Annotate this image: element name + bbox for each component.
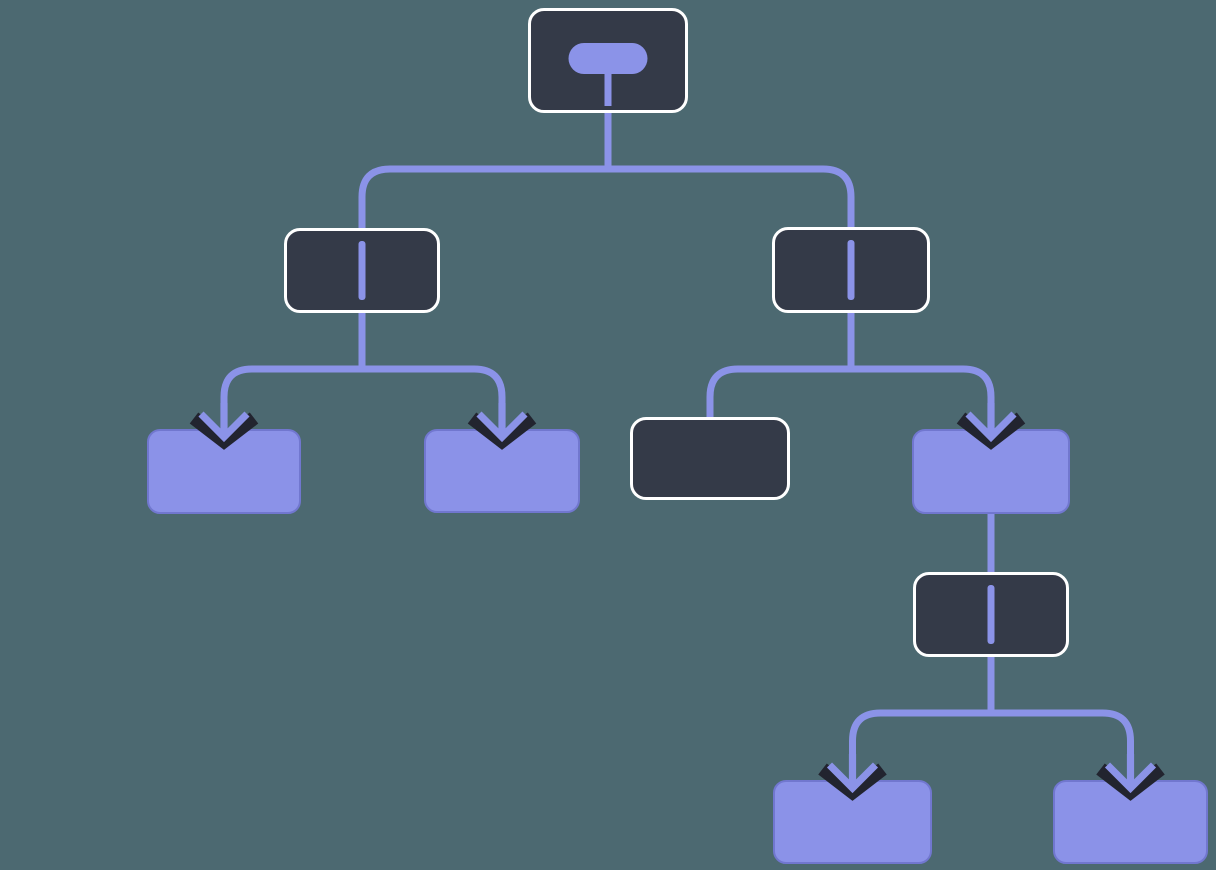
node-branch-left: [284, 228, 440, 313]
node-plain-node: [630, 417, 790, 500]
node-decision-2: [913, 572, 1069, 657]
edge-decision-2-to-leaf-5: [987, 653, 1134, 768]
edge-root-to-branch-right: [604, 109, 855, 233]
vertical-bar-icon: [987, 585, 995, 644]
node-leaf-3: [912, 429, 1070, 514]
pill-stem: [604, 69, 612, 106]
node-leaf-4: [773, 780, 932, 864]
pill-icon: [568, 43, 648, 74]
edge-root-to-branch-left: [358, 109, 612, 234]
node-leaf-2: [424, 429, 580, 513]
vertical-bar-icon: [358, 241, 366, 300]
edge-branch-right-to-leaf-3: [847, 309, 995, 417]
edge-branch-left-to-leaf-2: [358, 309, 506, 417]
vertical-bar-icon: [847, 240, 855, 300]
node-branch-right: [772, 227, 930, 313]
edge-decision-2-to-leaf-4: [849, 653, 995, 768]
edge-branch-right-to-plain-node: [706, 309, 855, 423]
node-leaf-1: [147, 429, 301, 514]
edge-branch-left-to-leaf-1: [220, 309, 366, 417]
node-root: [528, 8, 688, 113]
node-leaf-5: [1053, 780, 1208, 864]
